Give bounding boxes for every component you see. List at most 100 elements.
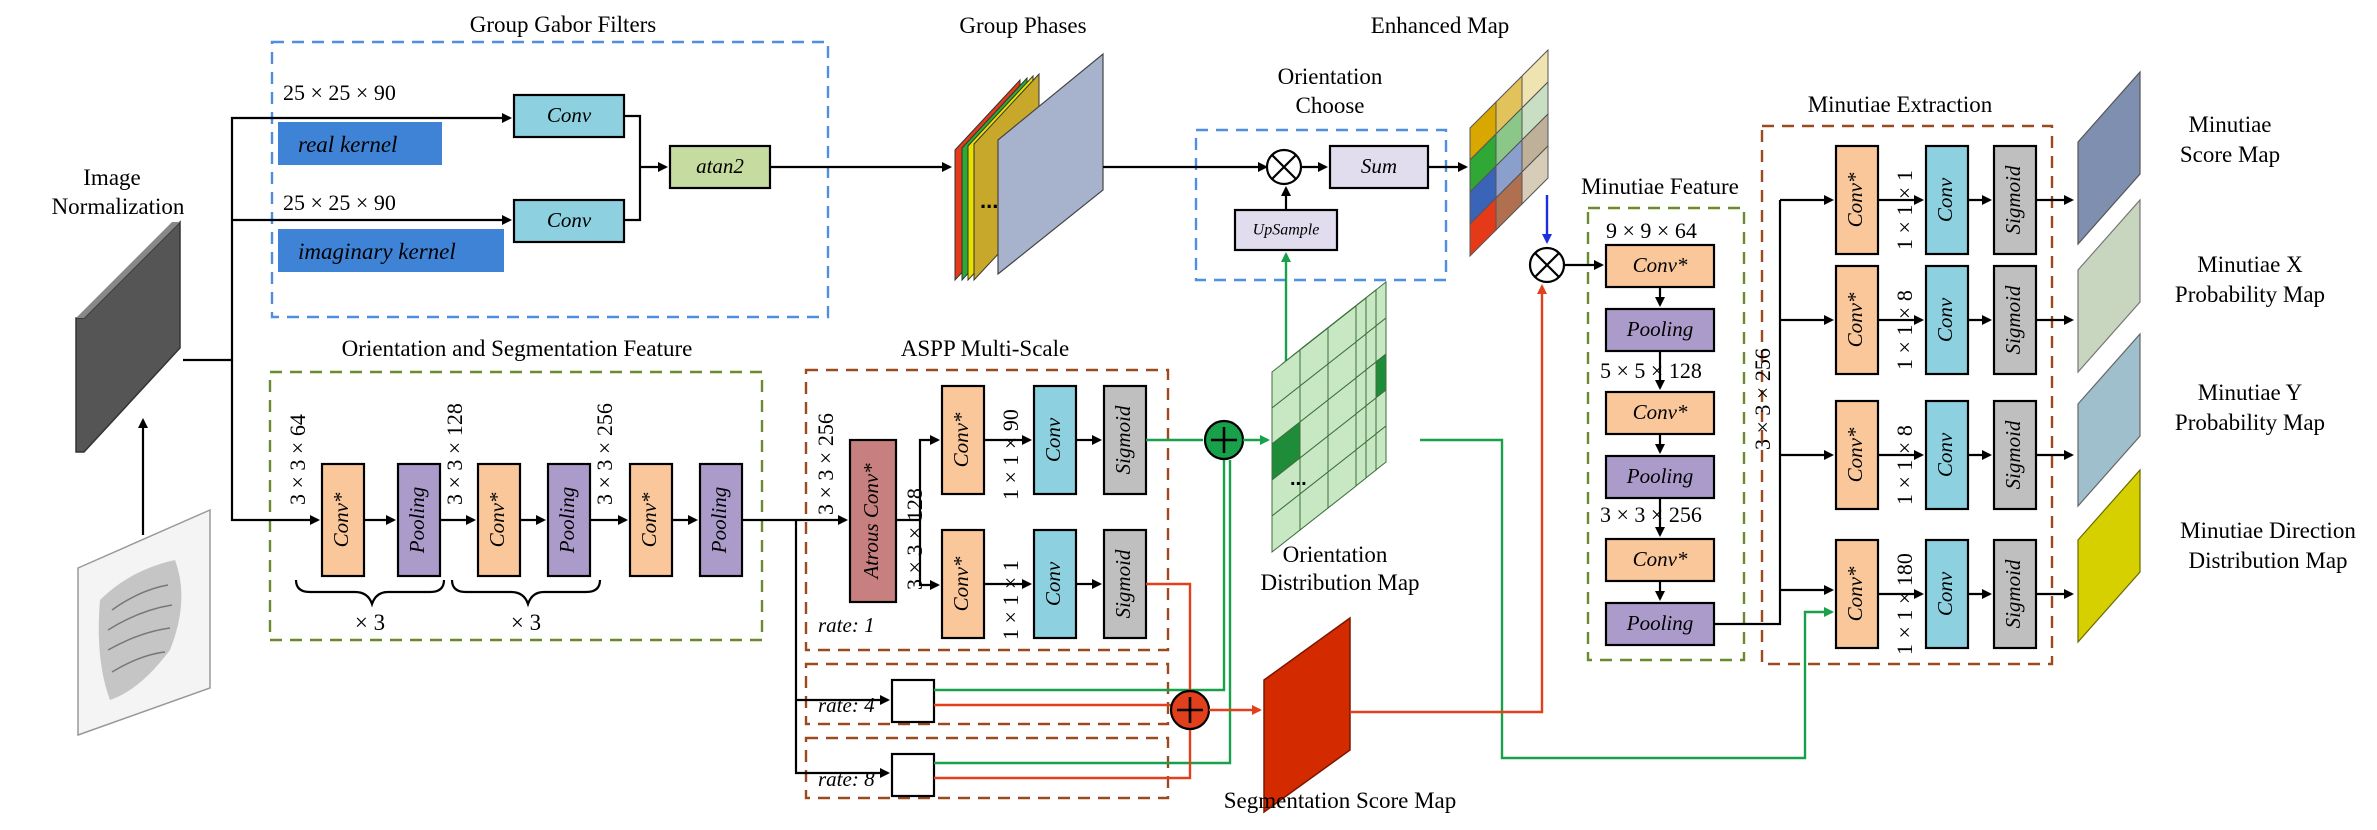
me-x-conv-star-label: Conv* [1843,292,1867,347]
seg-times-2: × 3 [511,610,541,635]
normalized-image-slab-top [76,222,180,318]
imag-kernel-dim: 25 × 25 × 90 [283,190,396,215]
fingerprint-ridges [107,584,173,673]
me-score-conv-label: Conv [1933,177,1957,222]
me-dim-dir: 1 × 1 × 180 [1892,553,1917,655]
seg-pool-3-label: Pooling [707,487,731,555]
me-y-sigmoid [1992,399,2038,511]
me-x-sigmoid [1992,264,2038,376]
me-x-conv-label: Conv [1933,297,1957,342]
image-normalization-label-2: Normalization [52,194,185,219]
seg-conv-2-label: Conv* [485,492,509,547]
aspp-top-conv-label: Conv [1041,417,1065,462]
orientation-dist-label-1: Orientation [1283,542,1388,567]
score-map-label-2: Score Map [2180,142,2280,167]
fingerprint-texture [98,560,182,700]
mf-pool-3 [1604,601,1716,647]
aspp-rate4-box [804,662,1170,726]
mf-dim-2: 5 × 5 × 128 [1600,358,1702,383]
me-x-conv [1924,264,1970,376]
mf-to-extraction-trunk [1714,200,1782,626]
orientation-choose-section: Orientation Choose Sum UpSample Enhanced… [1103,13,1509,370]
mf-conv-3-label: Conv* [1633,547,1688,571]
orientation-dist-grid [1271,280,1387,554]
orientation-distribution-map: ... Orientation Distribution Map [1260,280,1834,760]
aspp-top-sigmoid-label: Sigmoid [1111,405,1135,474]
dir-map-slab [2077,468,2141,644]
x-map-slab [2077,198,2141,374]
rate4-box [890,678,936,724]
arrow-to-rate8 [794,700,890,778]
y-map-label-2: Probability Map [2175,410,2325,435]
multiply-icon-x2 [1271,154,1297,180]
minutiae-extraction-title: Minutiae Extraction [1808,92,1993,117]
x-map-label-2: Probability Map [2175,282,2325,307]
mf-dim-1: 9 × 9 × 64 [1606,218,1697,243]
minutiae-feature-dashed-box [1586,206,1746,662]
enhanced-map [1469,48,1549,258]
aspp-top-conv [1032,384,1078,496]
rate-4-label: rate: 4 [818,693,875,717]
me-dir-conv-label: Conv [1933,571,1957,616]
me-y-sigmoid-label: Sigmoid [2001,420,2025,489]
y-map-slab [2077,332,2141,508]
me-dir-conv-star [1834,538,1880,650]
seg-pool-2 [546,462,592,578]
aspp-rate1-box [804,368,1170,652]
aspp-rate8-box [804,736,1170,800]
mf-conv-3 [1604,537,1716,583]
green-rate4-to-plus [934,460,1226,692]
me-score-conv-star [1834,144,1880,256]
conv-merge [624,114,642,222]
me-x-conv-star [1834,264,1880,376]
aspp-section: ASPP Multi-Scale 3 × 3 × 256 Atrous Conv… [794,336,1270,800]
me-dir-sigmoid-label: Sigmoid [2001,559,2025,628]
minutiae-feature-title: Minutiae Feature [1581,174,1739,199]
arrow-atrous-to-top [896,435,940,522]
minutiae-multiply-x2 [1534,252,1560,278]
seg-dim-3: 3 × 3 × 256 [592,403,617,505]
me-score-conv-star-label: Conv* [1843,172,1867,227]
me-dim-shared: 3 × 3 × 256 [1750,348,1775,450]
me-score-sigmoid-label: Sigmoid [2001,165,2025,234]
imag-kernel-label: imaginary kernel [298,239,456,264]
mf-dim-3: 3 × 3 × 256 [1600,502,1702,527]
rate-1-label: rate: 1 [818,613,875,637]
aspp-top-conv-star [940,384,986,496]
orientation-dist-ellipsis: ... [1290,468,1307,490]
seg-feature-dashed-box [268,370,764,642]
y-map-label-1: Minutiae Y [2198,380,2303,405]
group-phases-title: Group Phases [959,13,1086,38]
dir-map-label-2: Distribution Map [2188,548,2347,573]
orientation-dist-label-2: Distribution Map [1260,570,1419,595]
segmentation-score-label: Segmentation Score Map [1224,788,1457,813]
sum-label: Sum [1361,154,1397,178]
score-map-label-1: Minutiae [2188,112,2271,137]
seg-pool-1-label: Pooling [405,487,429,555]
aspp-title: ASPP Multi-Scale [901,336,1069,361]
seg-conv-3-label: Conv* [637,492,661,547]
seg-pool-2-label: Pooling [555,487,579,555]
seg-conv-1 [320,462,366,578]
seg-pool-3 [698,462,744,578]
aspp-bot-sigmoid-label: Sigmoid [1111,549,1135,618]
arrow-to-seg-conv1 [230,360,320,525]
real-kernel-box [278,122,442,165]
green-dist-to-dir-branch [1420,438,1834,760]
orientation-choose-dashed-box [1194,128,1448,282]
phase-slab-front [997,52,1104,276]
mf-pool-2-label: Pooling [1626,464,1694,488]
me-dim-x: 1 × 1 × 8 [1892,290,1917,370]
gabor-conv-real-label: Conv [547,103,592,127]
score-map-slab [2077,70,2141,246]
green-rate8-to-plus [934,460,1232,765]
seg-feature-title: Orientation and Segmentation Feature [342,336,693,361]
me-dim-y: 1 × 1 × 8 [1892,425,1917,505]
arrow-to-conv-real [183,113,512,362]
atrous-conv-box [848,438,898,604]
minutiae-extraction-section: Minutiae Extraction 3 × 3 × 256 Conv* 1 … [1750,92,2074,666]
gabor-section: Group Gabor Filters 25 × 25 × 90 real ke… [183,12,952,362]
atrous-dim: 3 × 3 × 256 [813,413,838,515]
gabor-conv-imag-label: Conv [547,208,592,232]
aspp-dim-top-1x1: 1 × 1 × 90 [998,409,1023,500]
